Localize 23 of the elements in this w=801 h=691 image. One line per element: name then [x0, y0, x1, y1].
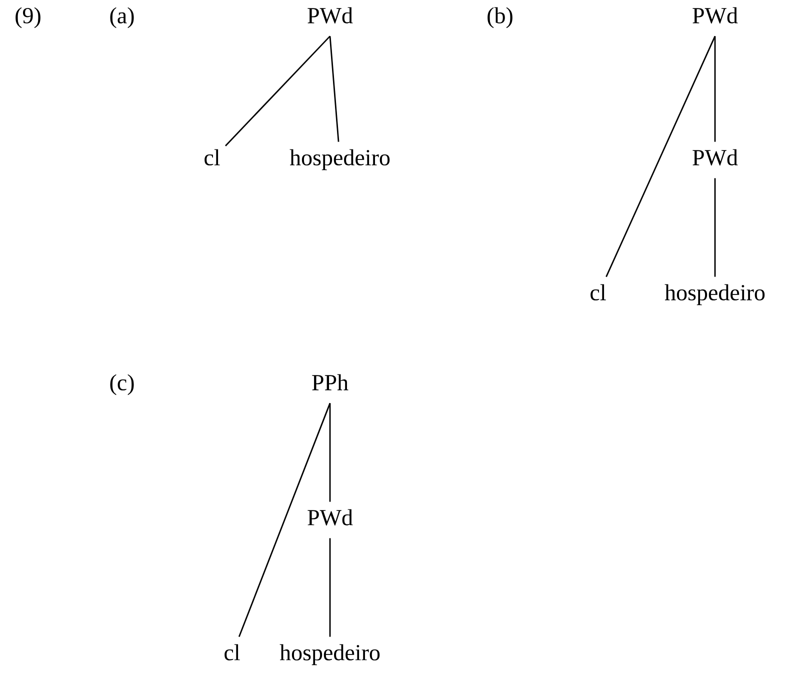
tree-label: PWd: [308, 7, 353, 24]
tree-branch: [606, 36, 716, 278]
tree-label: cl: [224, 644, 240, 660]
tree-branch: [225, 36, 331, 146]
tree-label: PWd: [692, 149, 738, 166]
tree-label: hospedeiro: [664, 284, 765, 306]
tree-label: PWd: [308, 509, 353, 526]
example-number: (a): [110, 7, 134, 28]
example-number: (c): [110, 374, 134, 396]
tree-label: cl: [204, 149, 220, 166]
tree-label: PWd: [692, 7, 738, 24]
tree-label: hospedeiro: [280, 644, 380, 666]
tree-branch: [329, 538, 331, 637]
tree-label: PPh: [312, 374, 348, 390]
tree-branch: [238, 402, 331, 638]
example-number: (9): [16, 7, 40, 28]
tree-branch: [329, 36, 340, 142]
tree-branch: [329, 403, 331, 502]
tree-branch: [714, 178, 716, 277]
tree-label: hospedeiro: [290, 149, 390, 170]
tree-label: cl: [590, 284, 606, 300]
example-number: (b): [488, 7, 512, 28]
tree-branch: [714, 36, 716, 142]
